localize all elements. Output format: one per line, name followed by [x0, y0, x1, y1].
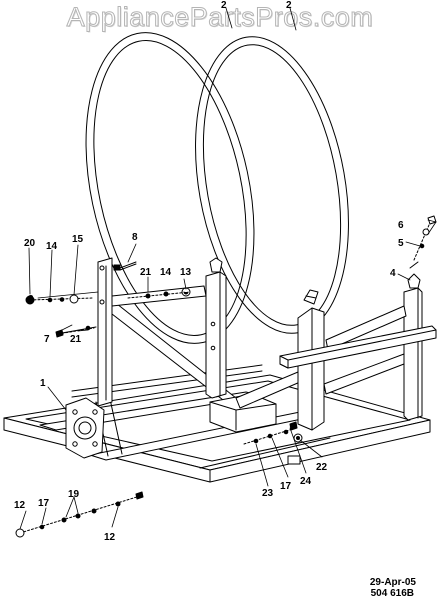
left-upright-post — [97, 257, 237, 411]
long-cross-arm — [279, 325, 437, 369]
center-upright-post — [205, 257, 227, 399]
callout-22: 22 — [316, 462, 328, 473]
callout-7: 7 — [44, 334, 50, 345]
callout-12b: 12 — [104, 532, 116, 543]
motor-mount-plate — [65, 397, 105, 459]
drawing-date: 29-Apr-05 — [369, 577, 416, 588]
drawing-number: 504 616B — [370, 588, 414, 599]
drum-ring-rear — [195, 36, 349, 334]
callout-1: 1 — [40, 378, 46, 389]
callout-15: 15 — [72, 234, 84, 245]
fasteners-center-right — [243, 421, 303, 465]
fasteners-upper-left — [25, 261, 137, 305]
fasteners-upper-mid — [127, 287, 191, 299]
callout-17b: 17 — [280, 481, 292, 492]
callout-24: 24 — [300, 476, 312, 487]
callout-3: 3 — [28, 294, 34, 305]
right-upright-block — [297, 289, 325, 431]
watermark: AppliancePartsPros.com — [66, 2, 374, 33]
callout-8: 8 — [132, 232, 138, 243]
fasteners-mid-left — [55, 325, 97, 338]
callout-13: 13 — [180, 267, 192, 278]
callout-14b: 14 — [160, 267, 172, 278]
part-callouts: 2 2 1 3 4 5 6 7 8 12 12 13 14 14 15 17 1… — [14, 0, 404, 543]
callout-6: 6 — [398, 220, 404, 231]
callout-2b: 2 — [286, 0, 292, 11]
callout-14a: 14 — [46, 241, 58, 252]
callout-12a: 12 — [14, 500, 26, 511]
right-post — [323, 261, 423, 421]
callout-17a: 17 — [38, 498, 50, 509]
center-gusset-bracket — [209, 371, 301, 433]
callout-19: 19 — [68, 489, 80, 500]
leader-lines — [19, 7, 437, 530]
callout-4: 4 — [390, 268, 396, 279]
callout-2a: 2 — [221, 0, 227, 11]
fasteners-right-stack — [413, 215, 437, 261]
callout-5: 5 — [398, 238, 404, 249]
callout-21a: 21 — [140, 267, 152, 278]
fasteners-lower-left — [15, 491, 144, 538]
callout-23: 23 — [262, 488, 274, 499]
callout-21b: 21 — [70, 334, 82, 345]
drum-ring-front — [85, 32, 255, 344]
callout-20: 20 — [24, 238, 36, 249]
